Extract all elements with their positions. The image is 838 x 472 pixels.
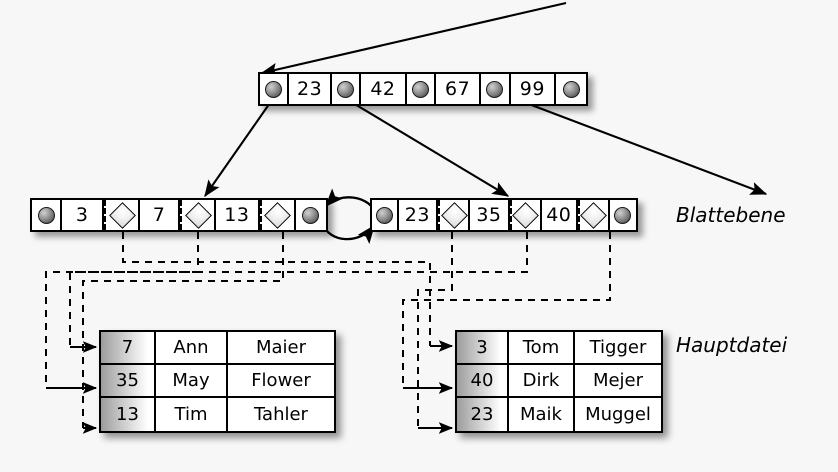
node-key-cell[interactable]: 13 — [216, 200, 260, 230]
pointer-circle-icon — [37, 206, 55, 224]
node-pointer-cell[interactable] — [407, 74, 436, 104]
pointer-circle-icon — [411, 80, 429, 98]
arrow-leaf-left-to-right — [320, 222, 375, 244]
record-link-lines — [45, 232, 611, 428]
node-record-pointer-cell[interactable] — [509, 200, 542, 230]
node-record-pointer-cell[interactable] — [179, 200, 217, 230]
diamond-record-icon — [440, 201, 468, 229]
node-key-value: 23 — [296, 78, 323, 100]
pointer-circle-icon — [614, 206, 632, 224]
node-key-cell[interactable]: 35 — [470, 200, 510, 230]
diamond-record-icon — [184, 201, 212, 229]
arrow-root-to-leaf-left — [204, 99, 273, 198]
arrow-root-to-right-subtree — [512, 97, 768, 195]
row-key-cell: 13 — [101, 398, 156, 431]
node-record-pointer-cell[interactable] — [438, 200, 471, 230]
row-lastname-cell: Mejer — [592, 370, 644, 391]
node-key-value: 99 — [519, 78, 545, 100]
leaf-node-right[interactable]: 23 35 40 — [370, 198, 638, 232]
pointer-circle-icon — [337, 80, 355, 98]
diamond-record-icon — [512, 201, 540, 229]
node-pointer-cell[interactable] — [610, 200, 636, 230]
row-key-cell: 40 — [457, 365, 509, 396]
node-pointer-cell[interactable] — [260, 74, 290, 104]
row-key-cell: 3 — [457, 332, 509, 363]
node-record-pointer-cell[interactable] — [577, 200, 610, 230]
node-key-cell[interactable]: 7 — [140, 200, 180, 230]
diamond-record-icon — [264, 201, 292, 229]
node-record-pointer-cell[interactable] — [104, 200, 141, 230]
record-link-arrowheads — [46, 340, 454, 434]
node-pointer-cell[interactable] — [296, 200, 326, 230]
row-lastname-cell: Flower — [251, 370, 311, 391]
row-lastname-cell: Tahler — [254, 404, 308, 425]
node-key-value: 42 — [370, 78, 396, 100]
node-pointer-cell[interactable] — [332, 74, 362, 104]
node-key-value: 40 — [546, 204, 572, 226]
diamond-record-icon — [580, 201, 608, 229]
node-key-value: 35 — [476, 204, 502, 226]
root-index-node[interactable]: 23 42 67 99 — [258, 72, 588, 106]
row-firstname-cell: Dirk — [509, 365, 575, 396]
node-pointer-cell[interactable] — [372, 200, 399, 230]
row-lastname-cell: Maier — [255, 337, 307, 358]
diamond-record-icon — [108, 201, 136, 229]
pointer-circle-icon — [562, 80, 580, 98]
node-key-cell[interactable]: 67 — [436, 74, 482, 104]
pointer-circle-icon — [265, 80, 283, 98]
pointer-circle-icon — [302, 206, 320, 224]
node-key-value: 23 — [404, 204, 430, 226]
row-key-cell: 23 — [457, 398, 509, 431]
node-record-pointer-cell[interactable] — [259, 200, 296, 230]
node-key-cell[interactable]: 23 — [399, 200, 439, 230]
row-lastname-cell: Muggel — [585, 404, 651, 425]
node-key-value: 7 — [152, 204, 166, 226]
node-key-cell[interactable]: 23 — [289, 74, 332, 104]
arrow-root-to-leaf-right — [347, 99, 510, 197]
leaf-node-left[interactable]: 3 7 13 — [30, 198, 328, 232]
row-lastname-cell: Tigger — [589, 337, 647, 358]
node-key-value: 3 — [75, 204, 89, 226]
entry-pointer-arrow — [260, 1, 567, 77]
row-firstname-cell: Maik — [509, 398, 575, 431]
row-firstname-cell: Ann — [156, 332, 228, 363]
node-key-cell[interactable]: 42 — [361, 74, 407, 104]
pointer-circle-icon — [486, 80, 504, 98]
node-key-cell[interactable]: 40 — [542, 200, 578, 230]
node-pointer-cell[interactable] — [32, 200, 63, 230]
row-key-cell: 35 — [101, 365, 156, 396]
node-key-cell[interactable]: 3 — [62, 200, 105, 230]
node-key-cell[interactable]: 99 — [511, 74, 557, 104]
label-blattebene: Blattebene — [676, 203, 786, 227]
row-key-cell: 7 — [101, 332, 156, 363]
row-firstname-cell: May — [156, 365, 228, 396]
row-firstname-cell: Tom — [509, 332, 575, 363]
label-hauptdatei: Hauptdatei — [676, 333, 788, 357]
node-pointer-cell[interactable] — [556, 74, 586, 104]
node-key-value: 67 — [445, 78, 471, 100]
pointer-circle-icon — [375, 206, 393, 224]
row-firstname-cell: Tim — [156, 398, 228, 431]
node-key-value: 13 — [224, 204, 250, 226]
node-pointer-cell[interactable] — [481, 74, 511, 104]
